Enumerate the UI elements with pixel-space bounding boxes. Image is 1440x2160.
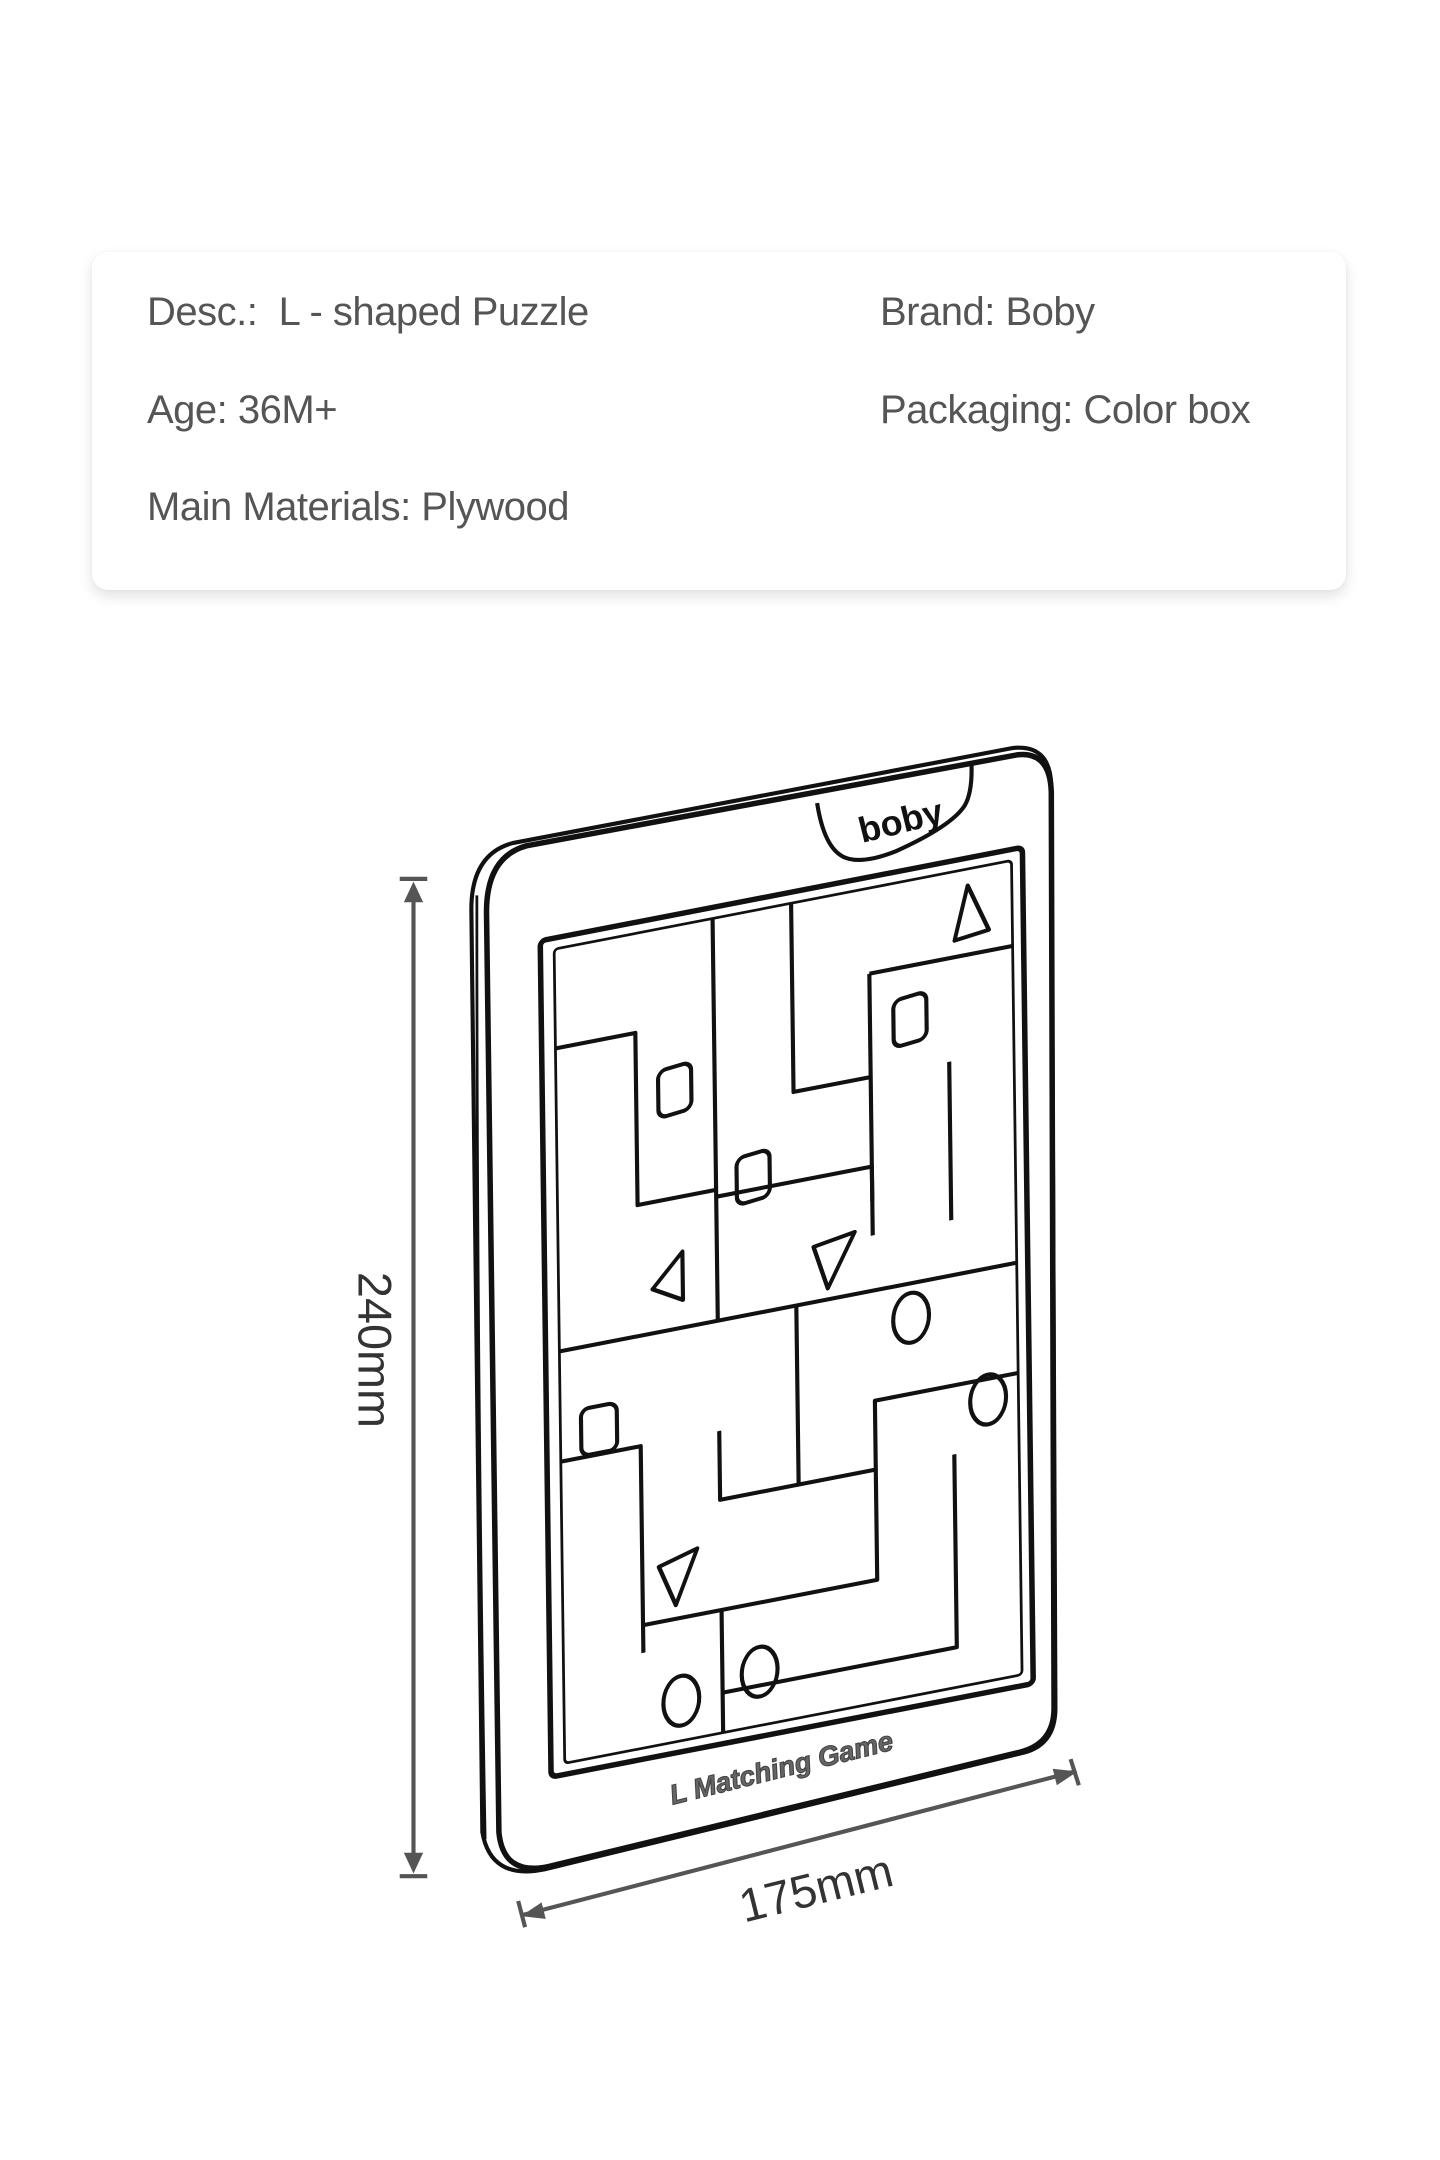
height-label: 240mm bbox=[348, 1272, 400, 1428]
spec-materials: Main Materials: Plywood bbox=[147, 485, 570, 529]
spec-age: Age: 36M+ bbox=[147, 388, 338, 432]
board-front bbox=[483, 751, 1057, 1871]
spec-brand: Brand: Boby bbox=[880, 290, 1095, 334]
logo-tab bbox=[815, 761, 974, 862]
square-hole bbox=[891, 991, 929, 1048]
triangle-hole bbox=[952, 883, 991, 943]
spec-packaging: Packaging: Color box bbox=[880, 388, 1251, 432]
oval-hole bbox=[661, 1673, 702, 1728]
dimension-height bbox=[399, 876, 428, 1879]
square-hole bbox=[655, 1061, 694, 1119]
spec-desc: Desc.: L - shaped Puzzle bbox=[147, 290, 589, 334]
oval-hole bbox=[739, 1644, 780, 1699]
triangle-hole bbox=[811, 1229, 857, 1291]
spec-card: Desc.: L - shaped Puzzle Brand: Boby Age… bbox=[92, 252, 1346, 590]
width-label: 175mm bbox=[734, 1844, 898, 1932]
triangle-hole bbox=[656, 1546, 700, 1608]
dimension-width bbox=[516, 1758, 1081, 1928]
brand-logo: boby bbox=[854, 791, 947, 851]
oval-hole bbox=[968, 1372, 1009, 1427]
puzzle-tray bbox=[537, 845, 1036, 1779]
triangle-hole bbox=[650, 1249, 686, 1302]
square-hole bbox=[734, 1148, 772, 1206]
square-hole bbox=[578, 1401, 620, 1457]
oval-hole bbox=[891, 1290, 932, 1345]
